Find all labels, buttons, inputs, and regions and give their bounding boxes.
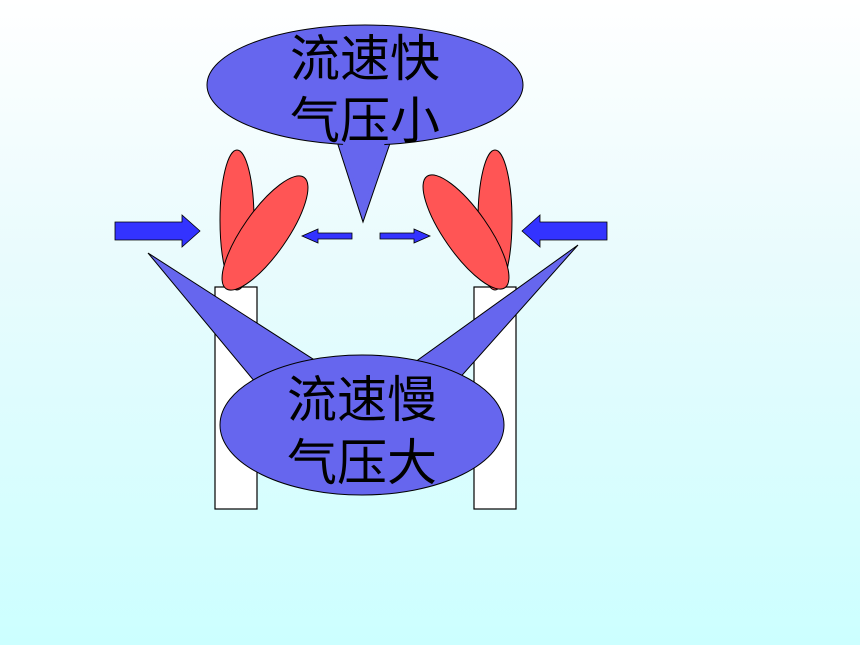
left-flame-leaning-petal	[221, 175, 309, 291]
bottom-callout: 流速慢 气压大	[147, 244, 579, 496]
outer-right-arrow-icon	[521, 214, 608, 248]
top-callout-line1: 流速快	[290, 30, 440, 88]
top-callout-line2: 气压小	[290, 92, 440, 150]
outer-left-arrow-icon	[114, 214, 201, 248]
bottom-callout-line1: 流速慢	[287, 371, 437, 429]
inner-left-arrow-icon	[301, 228, 353, 244]
inner-right-arrow-icon	[379, 228, 431, 244]
bottom-callout-bubble	[219, 354, 505, 496]
top-callout-pointer-cover	[335, 118, 393, 210]
right-flame-leaning-petal	[422, 174, 510, 290]
bottom-callout-line2: 气压大	[287, 434, 437, 492]
top-callout: 流速快 气压小	[206, 24, 524, 224]
left-flame	[219, 149, 309, 291]
right-flame	[422, 149, 513, 291]
